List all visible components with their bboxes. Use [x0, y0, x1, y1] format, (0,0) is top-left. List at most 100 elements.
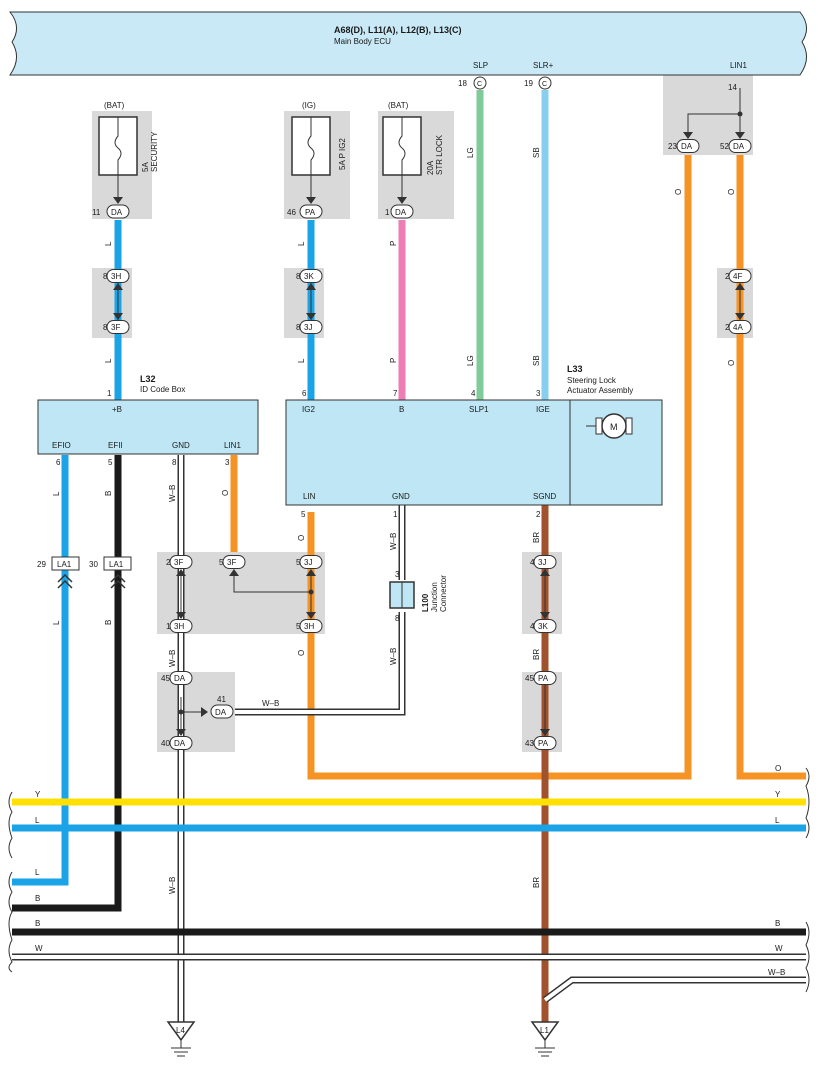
connector-c-3h-top: 3H8: [103, 269, 130, 290]
pin-num-1: 1: [385, 208, 390, 217]
arrow-da41: [201, 707, 208, 717]
wire-label-wb-2: W–B: [389, 533, 398, 550]
connector-pill: [169, 671, 193, 685]
connector-pin-num: 40: [161, 739, 170, 748]
wire-wb-bottom: [543, 978, 806, 1002]
wire-label-o-4: O: [221, 490, 230, 496]
connector-arrow: [113, 313, 123, 320]
connector-arrow: [176, 569, 186, 576]
wire-label-l-6: L: [52, 620, 61, 625]
fuse-source-pig2: (IG): [302, 101, 316, 110]
connector-arrow: [176, 612, 186, 619]
fuse-arrow-strlock: [397, 197, 407, 204]
connector-pin-num: 2: [725, 272, 730, 281]
connector-label-la1-29: LA1: [57, 560, 72, 569]
connector-pin-num: 23: [668, 142, 677, 151]
wire-label-b-2: B: [104, 620, 113, 625]
left-break-top: [8, 791, 13, 859]
wire-label-o-5: O: [297, 535, 306, 541]
connector-pin-num: 45: [525, 674, 534, 683]
steering-lock-code: L33: [567, 364, 583, 374]
motor-label: M: [610, 422, 618, 432]
wire-label-l-8: L: [775, 816, 780, 825]
pin-num-30: 30: [89, 560, 98, 569]
fuse-element-security: [114, 117, 122, 175]
connector-label: 4F: [733, 272, 742, 281]
connector-pin-num: 8: [103, 272, 108, 281]
connector-label: PA: [538, 674, 549, 683]
connector-pin-num: 4: [530, 622, 535, 631]
connector-pill: [222, 555, 246, 569]
motor-brush-left: [595, 417, 603, 435]
pin-num-46: 46: [287, 208, 296, 217]
junction-connector-l100: 3 8 L100 Junction Connector: [389, 570, 448, 623]
id-box-pin-name-lin1: LIN1: [224, 441, 241, 450]
connector-label: 3J: [304, 323, 312, 332]
connector-label: 3J: [538, 558, 546, 567]
fuse-arrow-pig2: [306, 197, 316, 204]
steering-lock-name-1: Steering Lock: [567, 376, 617, 385]
junction-name-1: Junction: [430, 582, 439, 612]
pin-c-slp: [473, 76, 487, 90]
wire-wb-junction-out: [235, 612, 404, 714]
connector-chevron-29: [57, 573, 73, 589]
connector-pill: [676, 139, 700, 153]
connector-c-3j-5: 3J5: [296, 555, 323, 576]
connector-label: 3J: [304, 558, 312, 567]
connector-c-3f-2: 3F2: [166, 555, 193, 576]
steer-pin-num-3: 3: [536, 389, 541, 398]
connector-pin-num: 52: [720, 142, 729, 151]
wire-label-l-3: L: [297, 241, 306, 246]
pin-name-slp: SLP: [473, 61, 488, 70]
connector-pin-num: 45: [161, 674, 170, 683]
id-box-pin-num-1: 1: [107, 389, 112, 398]
wire-label-l-5: L: [52, 491, 61, 496]
connector-arrow: [176, 729, 186, 736]
steer-pin-name-ige: IGE: [536, 405, 550, 414]
connector-la1-29: [51, 556, 80, 571]
wire-label-l-9: L: [35, 868, 40, 877]
wire-label-lg-2: LG: [466, 355, 475, 366]
wire-lin1-branch: [687, 88, 741, 132]
connector-arrow: [306, 612, 316, 619]
wire-label-y-1: Y: [35, 790, 41, 799]
connector-da-11: [106, 204, 130, 219]
fuse-rating-strlock: 20A: [426, 160, 435, 175]
wire-label-sb-2: SB: [532, 355, 541, 366]
motor-brush-right: [625, 417, 633, 435]
wire-label-w-1: W: [35, 944, 43, 953]
id-box-pin-name-b: +B: [112, 405, 122, 414]
steer-pin-num-1: 1: [393, 510, 398, 519]
connector-pa-46: [299, 204, 323, 219]
connector-pin-num: 8: [103, 323, 108, 332]
steer-pin-name-lin: LIN: [303, 492, 316, 501]
wire-label-l-7: L: [35, 816, 40, 825]
header-pins: 18 C 19 C 14: [458, 76, 743, 117]
wire-label-br-1: BR: [532, 532, 541, 543]
fuse-arrow-security: [113, 197, 123, 204]
wire-label-o-6: O: [297, 650, 306, 656]
wire-b-efii: [12, 455, 122, 912]
wire-label-sb-1: SB: [532, 147, 541, 158]
ground-l1-triangle: [530, 1021, 560, 1042]
connector-label: DA: [733, 142, 745, 151]
connector-c-4a: 4A2: [725, 313, 752, 334]
wire-label-br-2: BR: [532, 649, 541, 660]
pin-num-11: 11: [92, 208, 101, 217]
steering-lock-name-2: Actuator Assembly: [567, 386, 633, 395]
ground-l1: L1: [530, 1021, 560, 1057]
steering-lock-body: [285, 399, 663, 506]
connector-label: 3K: [538, 622, 548, 631]
connector-label: 3F: [227, 558, 236, 567]
connector-label: DA: [174, 674, 186, 683]
connector-arrow: [306, 569, 316, 576]
wire-label-o-1: O: [674, 189, 683, 195]
connector-label: 3H: [174, 622, 184, 631]
connector-arrow: [683, 132, 693, 139]
connector-pin-num: 8: [296, 272, 301, 281]
id-code-box: L32 ID Code Box 1 +B EFIO EFII GND LIN1 …: [37, 374, 259, 467]
